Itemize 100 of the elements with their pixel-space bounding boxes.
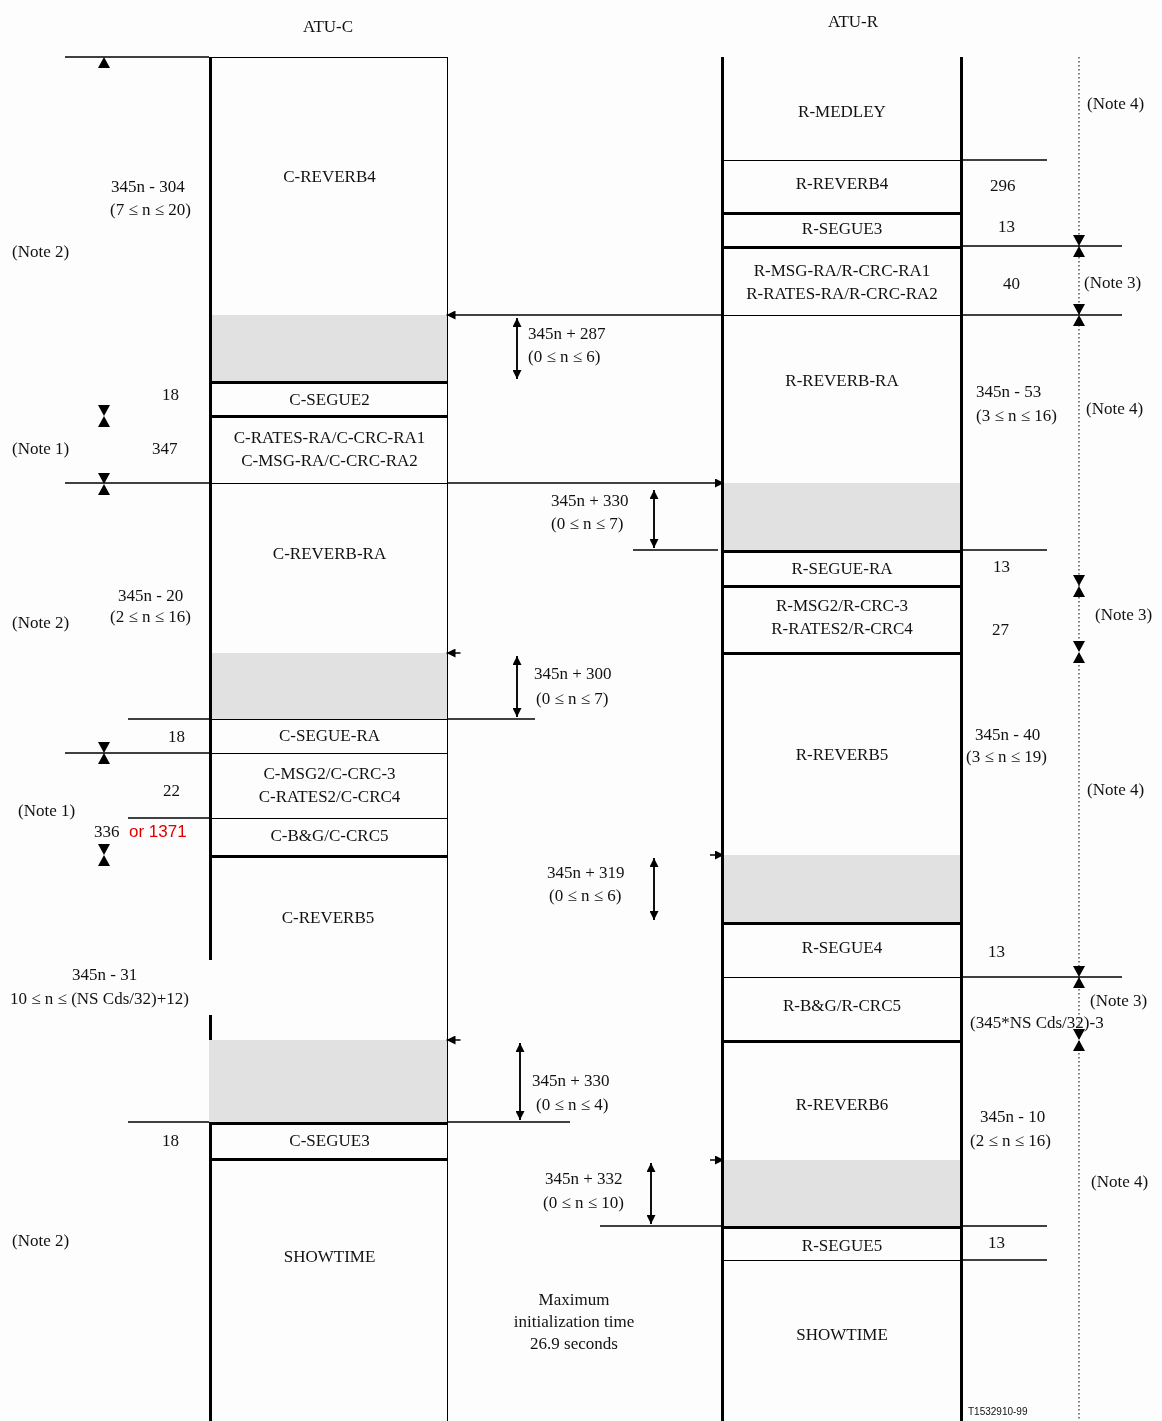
signal-segment <box>721 1260 963 1421</box>
signal-segment <box>209 818 448 855</box>
signal-name: SHOWTIME <box>796 1323 888 1345</box>
signal-segment <box>721 550 963 585</box>
duration-label: 13 <box>993 556 1010 578</box>
signal-segment <box>721 315 963 550</box>
note-label: (Note 3) <box>1095 604 1153 626</box>
duration-label: (2 ≤ n ≤ 16) <box>970 1130 1051 1152</box>
duration-label: 10 ≤ n ≤ (NS Cds/32)+12) <box>10 988 189 1010</box>
note-label: (Note 2) <box>12 1230 70 1252</box>
signal-segment <box>209 381 448 415</box>
note-text: Maximum initialization time 26.9 seconds <box>512 1289 636 1355</box>
duration-label: 18 <box>168 726 185 748</box>
duration-label: (7 ≤ n ≤ 20) <box>110 199 191 221</box>
duration-label: 345n - 20 <box>118 585 184 607</box>
shaded-region <box>212 652 447 719</box>
formula-label: 345n + 287 <box>528 323 606 345</box>
signal-name: C-REVERB4 <box>283 165 376 187</box>
duration-label: 13 <box>988 941 1005 963</box>
note-label: (Note 4) <box>1086 398 1144 420</box>
signal-segment <box>721 160 963 212</box>
duration-label: 345n - 10 <box>980 1106 1046 1128</box>
signal-name: R-REVERB4 <box>795 172 889 194</box>
signal-name: R-MSG2/R-CRC-3 <box>775 595 909 617</box>
note-label: (Note 1) <box>12 438 70 460</box>
note-label: (Note 2) <box>12 612 70 634</box>
signal-segment <box>721 1040 963 1226</box>
signal-name: R-RATES-RA/R-CRC-RA2 <box>746 283 938 305</box>
duration-label: 345n - 40 <box>975 724 1041 746</box>
column-heading: ATU-C <box>303 16 354 38</box>
duration-label: 22 <box>163 780 180 802</box>
signal-segment <box>721 246 963 315</box>
figure-id: T1532910-99 <box>968 1406 1028 1418</box>
formula-label: (0 ≤ n ≤ 7) <box>551 513 624 535</box>
signal-segment <box>209 483 448 719</box>
signal-name: R-SEGUE3 <box>801 217 883 240</box>
duration-label: 27 <box>992 619 1009 641</box>
shaded-region <box>724 482 960 550</box>
duration-label: (3 ≤ n ≤ 19) <box>966 746 1047 768</box>
arrow <box>445 648 462 658</box>
signal-name: R-SEGUE-RA <box>791 557 893 580</box>
signal-name: C-REVERB5 <box>281 906 375 929</box>
note-label: (Note 1) <box>18 800 76 822</box>
formula-label: 345n + 319 <box>547 862 625 884</box>
signal-segment <box>209 719 448 753</box>
signal-name: R-B&G/R-CRC5 <box>782 994 902 1016</box>
note-label: (Note 2) <box>12 241 70 263</box>
signal-name: C-RATES2/C-CRC4 <box>258 785 401 808</box>
column-heading: ATU-R <box>828 11 879 33</box>
duration-label: 13 <box>998 216 1015 238</box>
signal-name: C-SEGUE2 <box>289 388 370 411</box>
duration-label: 13 <box>988 1232 1005 1254</box>
note-label: (Note 3) <box>1084 272 1142 294</box>
formula-label: (0 ≤ n ≤ 4) <box>536 1094 609 1116</box>
duration-label: (3 ≤ n ≤ 16) <box>976 405 1057 427</box>
duration-label: or 1371 <box>129 821 187 843</box>
signal-segment <box>721 977 963 1040</box>
signal-name: R-REVERB6 <box>795 1093 889 1116</box>
shaded-region <box>724 855 960 922</box>
note-label: (Note 4) <box>1087 779 1145 801</box>
signal-segment <box>209 1122 448 1158</box>
signal-name: C-MSG2/C-CRC-3 <box>263 762 396 785</box>
signal-name: SHOWTIME <box>283 1245 376 1268</box>
note-label: (Note 4) <box>1091 1171 1149 1193</box>
signal-segment <box>721 57 963 160</box>
duration-label: 345n - 304 <box>111 176 185 198</box>
arrow <box>445 310 722 320</box>
signal-segment <box>721 212 963 246</box>
signal-segment <box>209 1158 448 1421</box>
formula-label: 345n + 330 <box>551 490 629 512</box>
formula-label: (0 ≤ n ≤ 7) <box>536 688 609 710</box>
signal-name: C-B&G/C-CRC5 <box>270 824 389 846</box>
duration-label: 18 <box>162 384 179 406</box>
signal-name: R-RATES2/R-CRC4 <box>771 618 913 640</box>
duration-label: 18 <box>162 1130 179 1152</box>
formula-label: 345n + 330 <box>532 1070 610 1092</box>
duration-label: 336 <box>94 821 120 843</box>
note-label: (Note 4) <box>1087 93 1145 115</box>
signal-segment <box>209 855 448 1122</box>
formula-label: 345n + 300 <box>534 663 612 685</box>
signal-name: C-SEGUE3 <box>289 1129 370 1152</box>
shaded-region <box>209 1040 447 1122</box>
signal-segment <box>209 415 448 483</box>
signal-segment <box>209 57 448 381</box>
signal-segment <box>721 652 963 922</box>
signal-segment <box>721 922 963 977</box>
signal-segment <box>721 585 963 652</box>
duration-label: 40 <box>1003 273 1020 295</box>
signal-name: C-MSG-RA/C-CRC-RA2 <box>241 450 418 472</box>
duration-label: 345n - 31 <box>72 964 138 986</box>
duration-label: 347 <box>152 438 178 460</box>
signal-segment <box>209 753 448 818</box>
formula-label: (0 ≤ n ≤ 10) <box>543 1192 624 1214</box>
note-label: (Note 3) <box>1090 990 1148 1012</box>
signal-segment <box>721 1226 963 1260</box>
signal-name: R-REVERB5 <box>795 743 889 766</box>
formula-label: (0 ≤ n ≤ 6) <box>549 885 622 907</box>
arrow <box>445 1035 462 1045</box>
signal-name: C-RATES-RA/C-CRC-RA1 <box>233 427 426 449</box>
formula-label: (0 ≤ n ≤ 6) <box>528 346 601 368</box>
